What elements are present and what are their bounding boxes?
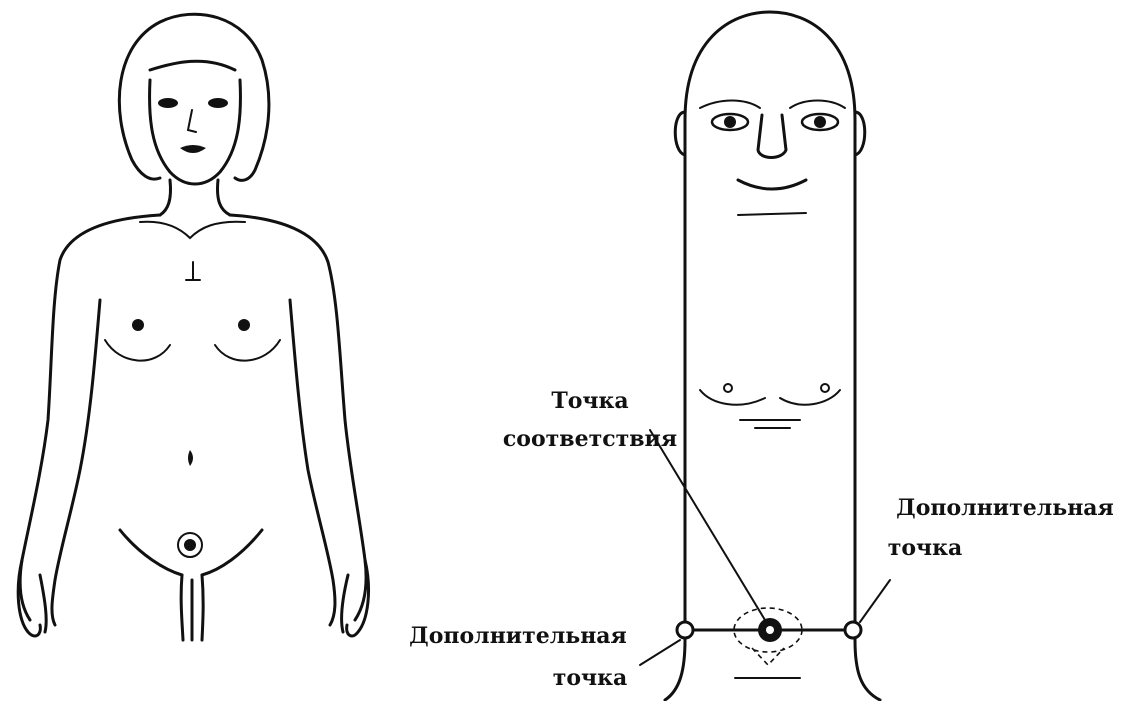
- leader-additional-left: [640, 640, 680, 665]
- female-inner-arm-left: [52, 300, 100, 625]
- female-mouth: [180, 145, 206, 153]
- schematic-base: [665, 640, 880, 700]
- female-collarbones: [140, 222, 245, 238]
- female-figure: [18, 14, 368, 640]
- schematic-right-pupil: [814, 116, 826, 128]
- schematic-chin: [738, 213, 806, 215]
- schematic-nose: [758, 115, 786, 158]
- label-correspondence-line2: соответствия: [503, 426, 677, 452]
- label-additional-right-line2: точка: [888, 535, 963, 561]
- female-right-eye: [208, 98, 228, 108]
- schematic-outline: [685, 12, 855, 640]
- female-legs: [181, 575, 203, 640]
- label-additional-left-line2: точка: [553, 665, 628, 691]
- correspondence-point-center: [766, 626, 774, 634]
- schematic-brows: [700, 101, 845, 109]
- schematic-left-pupil: [724, 116, 736, 128]
- female-right-nipple: [238, 319, 250, 331]
- female-navel: [188, 450, 193, 466]
- female-left-nipple: [132, 319, 144, 331]
- schematic-left-nipple: [724, 384, 732, 392]
- female-inner-arm-right: [290, 300, 335, 625]
- female-pubic-point-center: [184, 539, 196, 551]
- schematic-right-nipple: [821, 384, 829, 392]
- label-correspondence-line1: Точка: [551, 388, 628, 414]
- female-hair: [119, 14, 269, 180]
- schematic-figure: [640, 12, 890, 700]
- female-nose: [188, 110, 196, 132]
- label-additional-right-line1: Дополнительная: [896, 495, 1114, 521]
- female-sternum: [186, 262, 200, 280]
- female-torso: [20, 215, 160, 620]
- female-hips: [120, 530, 262, 575]
- female-breasts: [105, 340, 280, 361]
- female-torso-right: [230, 215, 366, 620]
- additional-point-right: [845, 622, 861, 638]
- schematic-chest: [700, 390, 840, 428]
- leader-correspondence: [650, 430, 765, 620]
- label-additional-left-line1: Дополнительная: [409, 623, 627, 649]
- female-left-eye: [158, 98, 178, 108]
- additional-point-left: [677, 622, 693, 638]
- schematic-mouth: [738, 180, 806, 189]
- leader-additional-right: [860, 580, 890, 622]
